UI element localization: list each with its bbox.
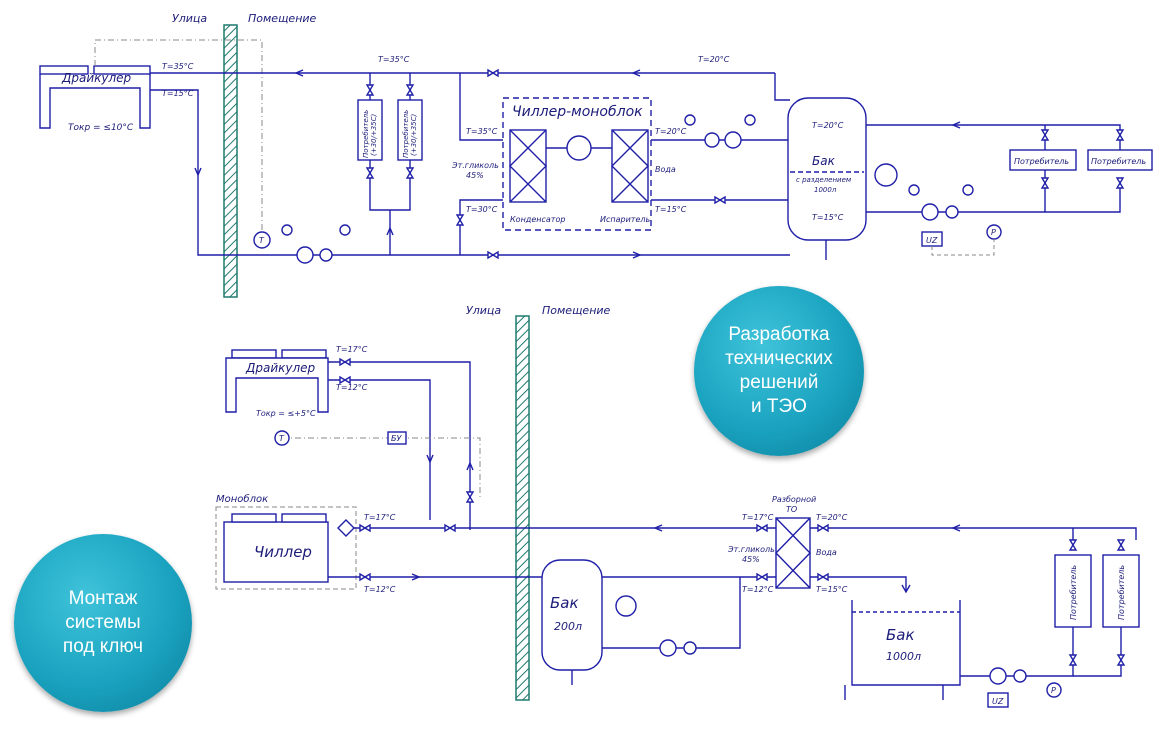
label-tank-big: Бак <box>886 626 915 644</box>
label-t-cond-out: Т=30°С <box>466 205 498 214</box>
label-consumer-a-power: (+30/+35С) <box>370 113 378 156</box>
label-drycooler-bottom: Драйкулер <box>245 361 316 375</box>
tank-small <box>541 559 603 671</box>
label-glycol-pct-bottom: 45% <box>742 555 760 564</box>
label-tank-t-bot: Т=15°С <box>812 213 844 222</box>
label-t-return: Т=20°С <box>698 55 730 64</box>
label-tank-small: Бак <box>550 594 579 612</box>
labels-bottom: Улица Помещение Драйкулер Т=17°С Т=12°С … <box>216 304 1126 706</box>
label-t2: Т=12°С <box>336 383 368 392</box>
label-water-bottom: Вода <box>816 548 837 557</box>
label-tank-sep: с разделением <box>796 176 852 184</box>
diagram-top <box>39 24 1153 298</box>
label-water-top: Вода <box>655 165 676 174</box>
badge-design-line4: и ТЭО <box>751 396 807 417</box>
label-t-out1: Т=35°С <box>162 62 194 71</box>
label-consumer-b1: Потребитель <box>1069 565 1078 620</box>
label-hx-t-in: Т=17°С <box>742 513 774 522</box>
label-indoor-top: Помещение <box>248 12 317 25</box>
label-hx-sub: ТО <box>786 505 797 514</box>
tank-top <box>787 97 867 241</box>
badge-design-line3: решений <box>739 372 819 393</box>
badge-design-line2: технических <box>725 348 833 369</box>
label-tsensor-top: T <box>259 236 265 245</box>
label-p-bottom: P <box>1051 686 1056 695</box>
badge-design-line1: Разработка <box>728 324 830 345</box>
heat-exchanger <box>775 517 811 589</box>
label-glycol-top: Эт.гликоль <box>451 161 499 170</box>
tank-big <box>851 600 961 686</box>
diagram-bottom <box>215 315 1140 708</box>
badge-install-line3: под ключ <box>62 636 144 657</box>
label-t-cond-in: Т=35°С <box>466 127 498 136</box>
label-consumer-a: Потребитель <box>362 110 370 158</box>
label-uz-top: UZ <box>926 236 938 245</box>
label-t-ch-in: Т=12°С <box>364 585 396 594</box>
label-chiller-title: Чиллер-моноблок <box>512 104 643 120</box>
label-t-evap-in: Т=20°С <box>655 127 687 136</box>
label-tamb-bottom: Токр = ≤+5°С <box>256 409 316 418</box>
labels-top: Улица Помещение Драйкулер Токр = ≤10°С Т… <box>61 12 1146 245</box>
label-tank-t-top: Т=20°С <box>812 121 844 130</box>
label-consumer-b2: Потребитель <box>1117 565 1126 620</box>
label-chiller: Чиллер <box>254 543 312 561</box>
label-t-ch-out: Т=17°С <box>364 513 396 522</box>
badge-install[interactable]: Монтаж системы под ключ <box>14 534 192 712</box>
label-consumer-r2: Потребитель <box>1091 157 1146 166</box>
label-outdoor-bottom: Улица <box>466 304 501 317</box>
label-hx-w-in: Т=20°С <box>816 513 848 522</box>
label-p-top: P <box>991 228 996 237</box>
label-hx-w-out: Т=15°С <box>816 585 848 594</box>
wall-bottom <box>515 315 530 701</box>
label-evaporator: Испаритель <box>600 215 650 224</box>
badge-install-line1: Монтаж <box>68 588 138 609</box>
label-hx-title: Разборной <box>772 495 816 504</box>
label-glycol-pct-top: 45% <box>466 171 484 180</box>
label-drycooler-top: Драйкулер <box>61 71 132 85</box>
label-t-evap-out: Т=15°С <box>655 205 687 214</box>
label-outdoor-top: Улица <box>172 12 207 25</box>
label-uz-bottom: UZ <box>992 697 1004 706</box>
label-glycol-bottom: Эт.гликоль <box>727 545 775 554</box>
label-condenser: Конденсатор <box>510 215 565 224</box>
label-t-top: Т=35°С <box>378 55 410 64</box>
label-tank-big-vol: 1000л <box>886 650 921 663</box>
badge-install-line2: системы <box>65 612 141 633</box>
label-t-out2: Т=15°С <box>162 89 194 98</box>
label-t1: Т=17°С <box>336 345 368 354</box>
badge-design[interactable]: Разработка технических решений и ТЭО <box>694 286 864 456</box>
label-tank-small-vol: 200л <box>554 620 582 633</box>
label-hx-t-out: Т=12°С <box>742 585 774 594</box>
label-consumer-r1: Потребитель <box>1014 157 1069 166</box>
label-monoblock: Моноблок <box>216 493 268 505</box>
label-consumer-b: Потребитель <box>402 110 410 158</box>
drycooler-top <box>39 65 151 129</box>
label-tsensor-bottom: T <box>279 434 285 443</box>
label-tamb-top: Токр = ≤10°С <box>68 123 134 133</box>
wall-top <box>223 24 238 298</box>
label-indoor-bottom: Помещение <box>542 304 611 317</box>
label-bu: БУ <box>391 434 402 443</box>
label-consumer-b-power: (+30/+35С) <box>410 113 418 156</box>
monoblock-frame <box>215 506 357 590</box>
label-tank-top: Бак <box>812 154 836 168</box>
label-tank-vol-top: 1000л <box>814 186 837 194</box>
